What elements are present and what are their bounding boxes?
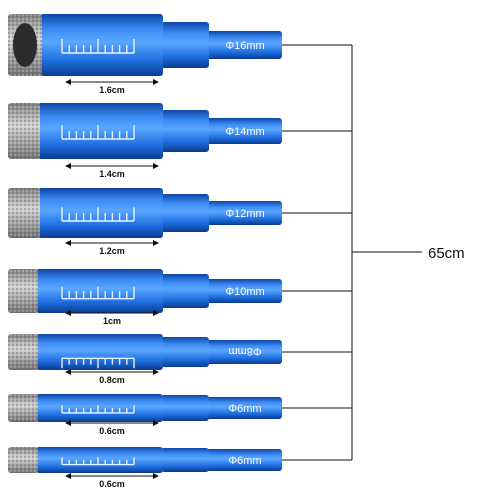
ruler-scale bbox=[61, 405, 135, 414]
total-length-bracket bbox=[282, 44, 422, 461]
bit-body bbox=[36, 269, 163, 313]
bit-step-body bbox=[161, 110, 209, 152]
tip-length-label: 0.6cm bbox=[99, 426, 125, 436]
tip-length-dimension: 0.6cm bbox=[65, 420, 159, 436]
bit-step-body bbox=[161, 337, 209, 367]
ruler-scale bbox=[61, 125, 135, 140]
bit-body bbox=[38, 188, 163, 238]
tip-length-label: 1.6cm bbox=[99, 85, 125, 95]
tip-length-label: 0.6cm bbox=[99, 479, 125, 489]
tip-length-dimension: 1.2cm bbox=[65, 240, 159, 256]
tip-length-dimension: 0.8cm bbox=[65, 369, 159, 385]
bit-step-body bbox=[161, 395, 209, 421]
drill-bit: Φ16mm 1.6cm bbox=[8, 14, 282, 95]
bit-body bbox=[36, 334, 163, 370]
drill-bit: Φ12mm 1.2cm bbox=[8, 188, 282, 256]
diameter-label: Φ16mm bbox=[225, 40, 264, 52]
drill-bit: Φ6mm 0.6cm bbox=[8, 394, 282, 436]
bit-shank bbox=[205, 397, 282, 419]
bit-shank bbox=[205, 201, 282, 225]
tip-length-label: 1.2cm bbox=[99, 246, 125, 256]
bit-step-body bbox=[161, 194, 209, 232]
drill-bit: Φ10mm 1cm bbox=[8, 269, 282, 326]
bit-shank bbox=[205, 31, 282, 59]
total-length-label: 65cm bbox=[428, 245, 465, 262]
diameter-label: Φ8mm bbox=[228, 345, 261, 357]
bit-body bbox=[36, 447, 163, 473]
bit-shank bbox=[205, 340, 282, 364]
ruler-scale bbox=[61, 286, 135, 300]
tip-length-dimension: 1cm bbox=[65, 310, 159, 326]
tip-length-dimension: 1.6cm bbox=[65, 79, 159, 95]
bit-shank bbox=[205, 449, 282, 471]
tip-length-dimension: 1.4cm bbox=[65, 163, 159, 179]
bit-body bbox=[36, 394, 163, 422]
diameter-label: Φ6mm bbox=[228, 455, 261, 467]
drill-bit: Φ8mm 0.8cm bbox=[8, 334, 282, 385]
bit-body bbox=[38, 103, 163, 159]
tip-length-dimension: 0.6cm bbox=[65, 473, 159, 489]
bit-shank bbox=[205, 279, 282, 303]
diameter-label: Φ12mm bbox=[225, 208, 264, 220]
bit-body bbox=[40, 14, 163, 76]
tip-length-label: 1.4cm bbox=[99, 169, 125, 179]
ruler-scale bbox=[61, 207, 135, 222]
ruler-scale bbox=[61, 457, 135, 466]
bit-step-body bbox=[161, 22, 209, 68]
diameter-label: Φ6mm bbox=[228, 403, 261, 415]
diameter-label: Φ14mm bbox=[225, 126, 264, 138]
bit-step-body bbox=[161, 274, 209, 308]
ruler-scale bbox=[61, 39, 135, 54]
bit-shank bbox=[205, 118, 282, 144]
tip-length-label: 1cm bbox=[103, 316, 121, 326]
tip-hollow-core bbox=[13, 23, 37, 67]
drill-bit: Φ6mm 0.6cm bbox=[8, 447, 282, 489]
diameter-label: Φ10mm bbox=[225, 286, 264, 298]
ruler-scale bbox=[61, 357, 135, 369]
bit-step-body bbox=[161, 448, 209, 472]
drill-bit: Φ14mm 1.4cm bbox=[8, 103, 282, 179]
tip-length-label: 0.8cm bbox=[99, 375, 125, 385]
